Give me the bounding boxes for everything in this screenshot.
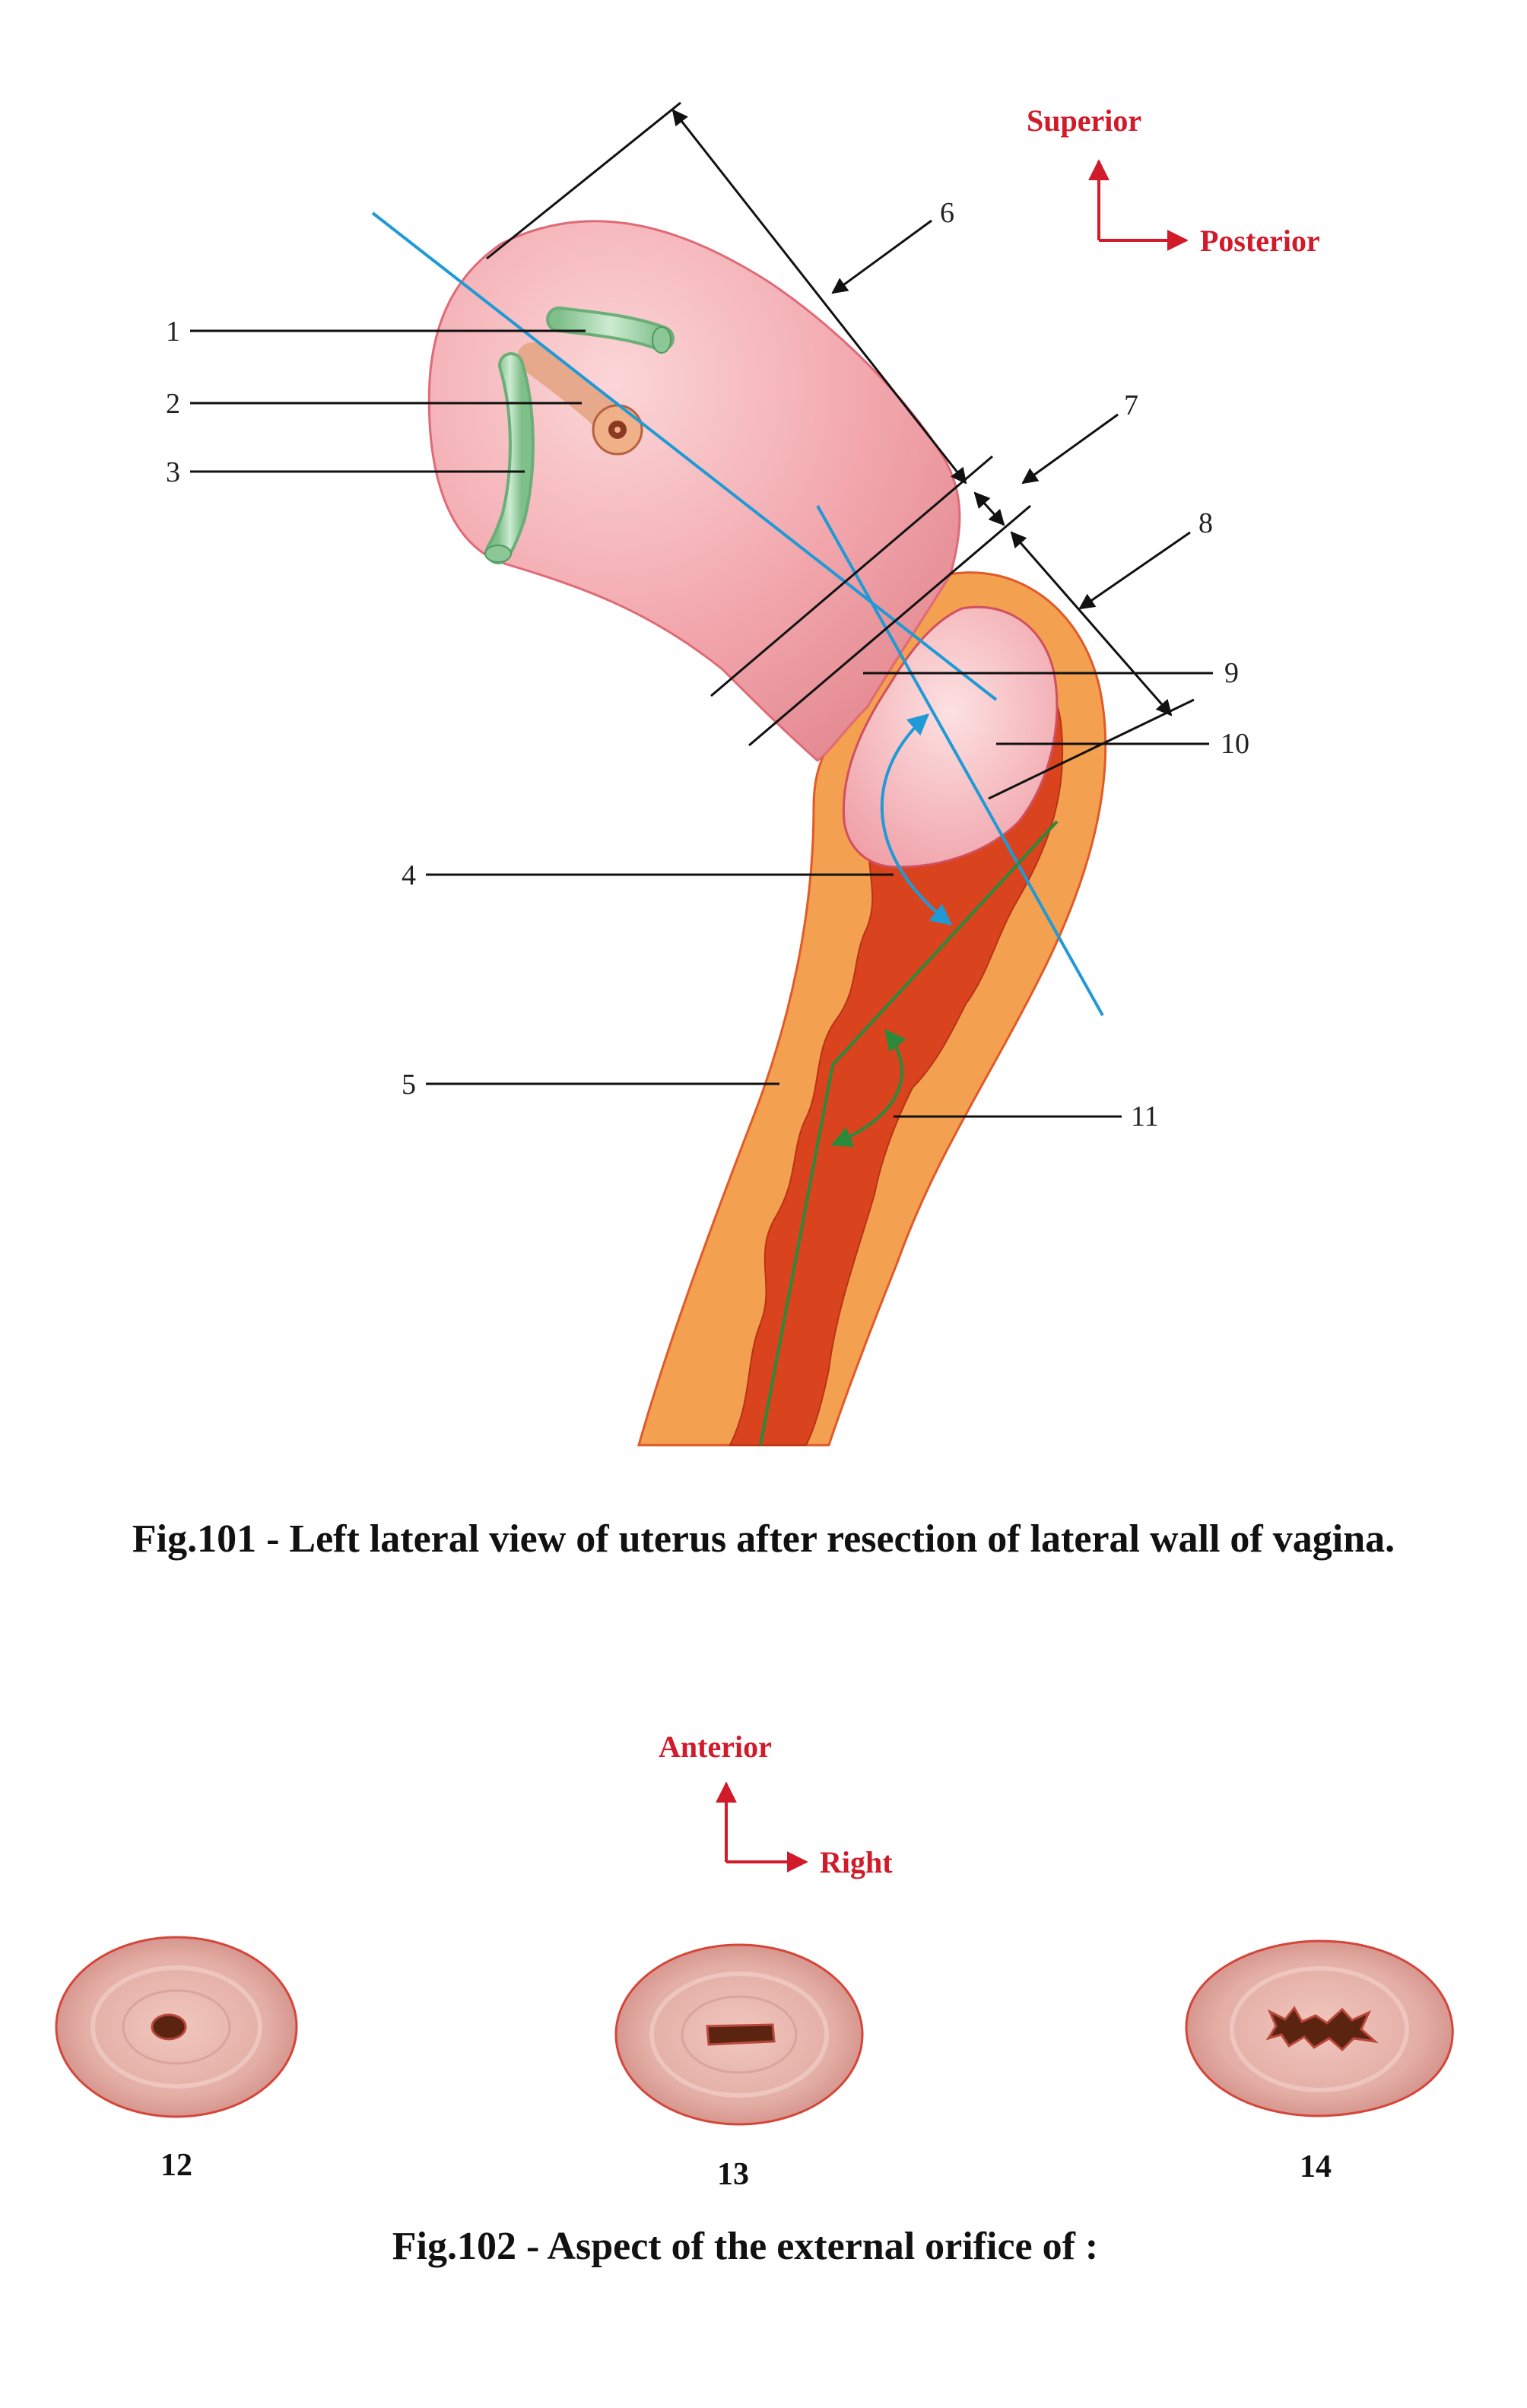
orientation-indicator-fig102: Anterior Right (659, 1730, 893, 1879)
label-13: 13 (717, 2157, 749, 2192)
label-11: 11 (1131, 1101, 1159, 1133)
anteflexion-arc (880, 713, 953, 926)
pointer-6 (831, 219, 932, 294)
ovarian-ligament (484, 352, 535, 564)
round-ligament (546, 307, 675, 354)
label-10: 10 (1221, 728, 1249, 760)
label-9: 9 (1224, 657, 1239, 689)
label-7: 7 (1124, 389, 1138, 421)
external-orifice-14 (1185, 1939, 1454, 2117)
label-1: 1 (166, 316, 180, 348)
fig101-caption: Fig.101 - Left lateral view of uterus af… (132, 1517, 1395, 1561)
label-14: 14 (1300, 2149, 1332, 2184)
label-2: 2 (166, 388, 180, 420)
orientation-right-label: Right (820, 1845, 893, 1879)
orientation-indicator-fig101: Superior Posterior (1027, 103, 1320, 258)
pointer-7 (1021, 413, 1119, 484)
orientation-posterior-label: Posterior (1200, 224, 1320, 258)
orientation-anterior-label: Anterior (659, 1730, 772, 1764)
uterine-tube (517, 342, 643, 456)
label-8: 8 (1198, 507, 1213, 539)
label-3: 3 (166, 456, 180, 488)
orientation-superior-label: Superior (1027, 103, 1141, 138)
label-5: 5 (402, 1069, 416, 1101)
fig102-caption: Fig.102 - Aspect of the external orifice… (392, 2225, 1098, 2268)
anteversion-arc (830, 1028, 906, 1147)
body-dimension-line (671, 109, 967, 484)
cervical-axis-line (816, 505, 1104, 1016)
cervix-dimension-line (1010, 531, 1173, 716)
label-6: 6 (940, 197, 954, 229)
external-orifice-13 (614, 1943, 864, 2126)
label-4: 4 (402, 859, 416, 891)
cervix-lower-line (988, 698, 1195, 800)
isthmus-lower-line (748, 504, 1031, 747)
isthmus-dimension-line (973, 491, 1005, 526)
isthmus-upper-line (710, 455, 993, 697)
label-12: 12 (160, 2148, 192, 2183)
pointer-8 (1078, 531, 1191, 610)
external-orifice-12 (55, 1936, 298, 2118)
body-extent-top-line (486, 101, 681, 260)
fig101-illustration: 1 2 3 4 5 6 7 8 9 10 11 (166, 101, 1249, 1447)
